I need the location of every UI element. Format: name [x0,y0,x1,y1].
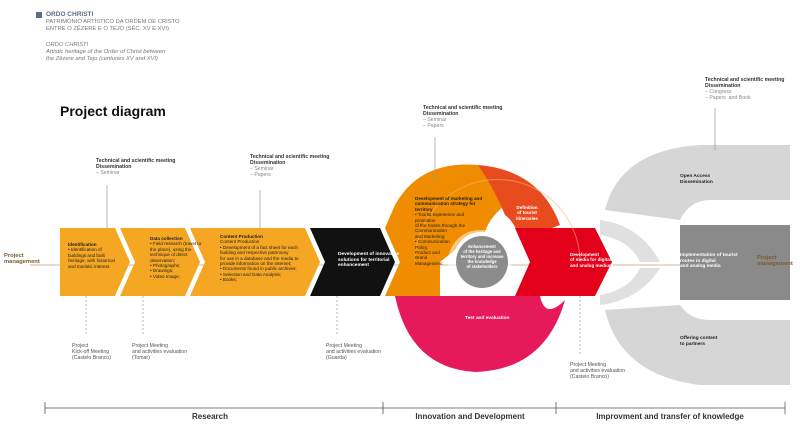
header-square-icon [36,12,42,18]
shape-open-access [605,145,790,220]
top-note-3: Technical and scientific meeting Dissemi… [423,105,503,130]
stage-content-production: Content Production Content Production • … [220,234,299,283]
header-en: ORDO CHRISTI Artistic heritage of the Or… [46,42,166,62]
diagram-title: Project diagram [60,103,166,119]
stage-marketing: Development of marketing and communicati… [415,196,483,266]
stage-media-shape [515,228,612,296]
stage-identification-shape [60,228,130,296]
phase-improvement: Improvment and transfer of knowledge [596,412,744,421]
stage-itineraries-shape [478,165,560,240]
shape-offering [605,305,790,385]
bottom-note-1: Project Kick-off Meeting (Castelo Branco… [72,343,111,362]
shape-implementation [680,225,790,300]
stage-implementation: Implementation of tourist routes in digi… [680,253,738,270]
stage-data-collection: Data collection • Field research (travel… [150,236,202,279]
stage-data-collection-shape [120,228,200,296]
stage-innovative-solutions: Development of innovative solutions for … [338,252,400,269]
stage-media: Development of media for digital and ana… [570,252,615,268]
top-note-1: Technical and scientific meeting Dissemi… [96,158,176,177]
top-note-2: Technical and scientific meeting Dissemi… [250,154,330,179]
stage-itineraries: Definition of tourist itineraries [516,205,538,221]
header-title-pt: ORDO CHRISTI [46,11,94,18]
header-subtitle-pt: PATRIMÓNIO ARTÍSTICO DA ORDEM DE CRISTO … [46,19,180,32]
bottom-note-4: Project Meeting and activities evaluatio… [570,362,626,381]
stage-offering: Offering content to partners [680,336,718,347]
top-note-4: Technical and scientific meeting Dissemi… [705,77,785,102]
bottom-note-2: Project Meeting and activities evaluatio… [132,343,188,362]
stage-center: Enhancement of the heritage and territor… [460,244,504,269]
stage-content-production-shape [190,228,320,296]
bottom-note-3: Project Meeting and activities evaluatio… [326,343,382,362]
stage-innovative-shape [310,228,395,296]
phase-innovation: Innovation and Development [415,412,525,421]
stage-identification: Identification • Identification of build… [68,242,115,269]
stage-open-access: Open Access Dissemination [680,174,713,185]
center-circle-shape [456,236,508,288]
stage-marketing-shape [385,164,512,296]
stage-test: Test and evaluation [465,316,510,321]
stage-test-shape [395,296,565,372]
phase-research: Research [191,412,229,421]
